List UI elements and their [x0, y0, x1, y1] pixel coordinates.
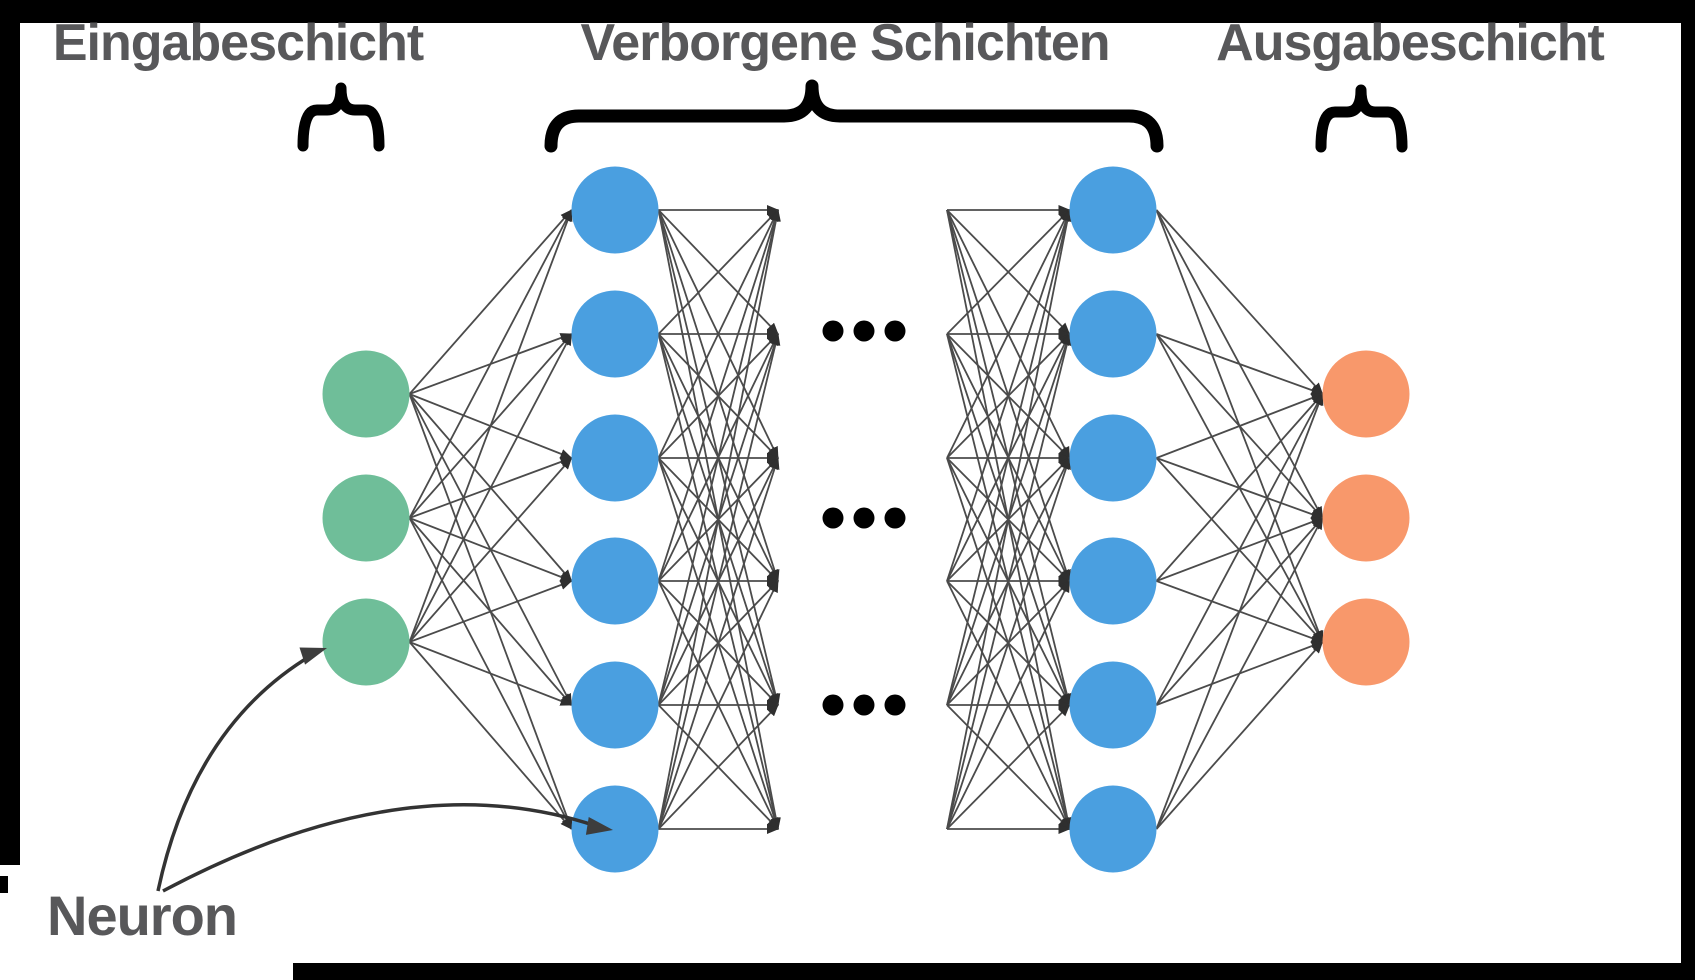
- output-layer-label: Ausgabeschicht: [1216, 14, 1605, 72]
- hidden1-neuron-5: [571, 661, 659, 749]
- output-layer-brace: [1315, 84, 1408, 153]
- ellipsis-dot: [884, 320, 906, 342]
- ellipsis-row-1: [822, 320, 906, 342]
- edges-hidden1-to-ellipsis: [657, 205, 781, 834]
- output-neuron-3: [1322, 598, 1410, 686]
- hidden2-neuron-1: [1069, 166, 1157, 254]
- white-canvas-bottom-left: [0, 865, 293, 980]
- arrow-to-hidden-neuron-head: [585, 817, 613, 835]
- hidden-layers-brace: [544, 79, 1164, 153]
- hidden2-neuron-3: [1069, 414, 1157, 502]
- edges-ellipsis-to-hidden2: [946, 205, 1073, 834]
- hidden2-neuron-6: [1069, 785, 1157, 873]
- input-layer-label: Eingabeschicht: [52, 14, 424, 72]
- input-neuron-3: [322, 598, 410, 686]
- hidden-layers-label: Verborgene Schichten: [580, 14, 1110, 72]
- output-neuron-2: [1322, 474, 1410, 562]
- hidden2-neuron-5: [1069, 661, 1157, 749]
- hidden1-neuron-4: [571, 537, 659, 625]
- input-layer-brace: [297, 82, 385, 152]
- hidden1-neuron-2: [571, 290, 659, 378]
- hidden2-layer: [1069, 166, 1157, 873]
- connection-lines: [408, 205, 1324, 834]
- edges-input-to-hidden1: [408, 209, 573, 830]
- ellipsis-row-3: [822, 694, 906, 716]
- hidden1-neuron-3: [571, 414, 659, 502]
- hidden1-neuron-6: [571, 785, 659, 873]
- ellipsis-dot: [853, 507, 875, 529]
- ellipsis-dot: [884, 507, 906, 529]
- ellipsis-dot: [853, 694, 875, 716]
- edges-hidden2-to-output: [1155, 209, 1324, 830]
- ellipsis-dot: [822, 507, 844, 529]
- ellipsis-dot: [884, 694, 906, 716]
- input-neuron-2: [322, 474, 410, 562]
- white-canvas: [20, 23, 1681, 963]
- arrow-to-input-neuron-head: [299, 647, 327, 665]
- output-neuron-1: [1322, 350, 1410, 438]
- neuron-annotation-arrows: [156, 647, 613, 893]
- hidden1-layer: [571, 166, 659, 873]
- ellipsis-dot: [853, 320, 875, 342]
- output-layer: [1322, 350, 1410, 686]
- braces: [297, 79, 1408, 153]
- ellipsis-row-2: [822, 507, 906, 529]
- arrow-to-input-neuron: [156, 653, 313, 892]
- ellipsis-dot: [822, 694, 844, 716]
- hidden1-neuron-1: [571, 166, 659, 254]
- arrow-to-hidden-neuron: [162, 803, 597, 893]
- neuron-annotation-label: Neuron: [47, 884, 238, 947]
- ellipsis-dots: [822, 320, 906, 716]
- input-neuron-1: [322, 350, 410, 438]
- input-layer: [322, 350, 410, 686]
- ellipsis-dot: [822, 320, 844, 342]
- hidden2-neuron-4: [1069, 537, 1157, 625]
- hidden2-neuron-2: [1069, 290, 1157, 378]
- left-edge-tick: [0, 876, 8, 893]
